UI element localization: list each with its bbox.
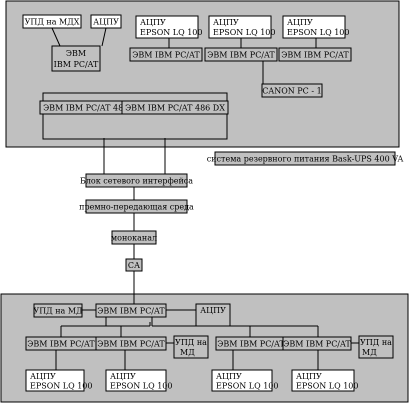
- svg-text:УПД на МДХ: УПД на МДХ: [25, 18, 80, 27]
- svg-text:ЭВМ IBM PC/AT: ЭВМ IBM PC/AT: [283, 340, 351, 349]
- bottom-wires: [55, 309, 359, 370]
- svg-text:АЦПУ: АЦПУ: [287, 18, 313, 27]
- svg-text:УПД на МД: УПД на МД: [33, 307, 83, 316]
- svg-text:ЭВМ: ЭВМ: [66, 49, 86, 58]
- svg-text:EPSON LQ 100: EPSON LQ 100: [213, 28, 276, 37]
- svg-text:ЭВМ IBM PC/AT: ЭВМ IBM PC/AT: [132, 51, 200, 60]
- top-canon-block: CANON PC - 1: [261, 83, 323, 98]
- svg-text:АЦПУ: АЦПУ: [216, 372, 242, 381]
- svg-text:АЦПУ: АЦПУ: [296, 372, 322, 381]
- svg-text:АЦПУ: АЦПУ: [140, 18, 166, 27]
- svg-text:ЭВМ IBM PC/AT: ЭВМ IBM PC/AT: [97, 307, 165, 316]
- ups-block: система резервного питания Bask-UPS 400 …: [207, 151, 404, 166]
- bottom-evm-main-block: ЭВМ IBM PC/AT: [95, 303, 167, 318]
- top-evm-left-block: ЭВМ IBM PC/AT: [51, 45, 101, 72]
- svg-text:СА: СА: [128, 261, 140, 270]
- svg-text:EPSON LQ 100: EPSON LQ 100: [216, 382, 279, 391]
- svg-text:ЭВМ IBM PC/AT: ЭВМ IBM PC/AT: [207, 51, 275, 60]
- bottom-pc-4-block: ЭВМ IBM PC/AT: [282, 336, 352, 351]
- svg-text:АЦПУ: АЦПУ: [200, 306, 226, 315]
- net-interface-block: Блок сетевого интерфейса: [80, 173, 193, 188]
- top-pc-1-block: ЭВМ IBM PC/AT: [129, 47, 203, 62]
- bottom-printer-1-block: АЦПУ EPSON LQ 100: [25, 369, 93, 392]
- svg-text:ЭВМ IBM PC/AT: ЭВМ IBM PC/AT: [281, 51, 349, 60]
- svg-text:ЭВМ IBM PC/AT: ЭВМ IBM PC/AT: [97, 340, 165, 349]
- svg-text:премно-передающая среда: премно-передающая среда: [79, 203, 194, 212]
- svg-text:EPSON LQ 100: EPSON LQ 100: [140, 28, 203, 37]
- svg-text:EPSON LQ 100: EPSON LQ 100: [296, 382, 359, 391]
- svg-text:АЦПУ: АЦПУ: [213, 18, 239, 27]
- top-pc-2-block: ЭВМ IBM PC/AT: [204, 47, 278, 62]
- svg-text:EPSON LQ 100: EPSON LQ 100: [110, 382, 173, 391]
- top-upd-mdx-block: УПД на МДХ: [22, 14, 82, 29]
- svg-text:МД: МД: [180, 348, 195, 357]
- bottom-upd-md-3-block: УПД на МД: [358, 335, 394, 359]
- top-printer-3-block: АЦПУ EPSON LQ 100: [282, 15, 350, 39]
- svg-text:ЭВМ IBM PC/AT: ЭВМ IBM PC/AT: [217, 340, 285, 349]
- monochannel-block: моноканал: [111, 230, 157, 245]
- top-printer-1-block: АЦПУ EPSON LQ 100: [135, 15, 203, 39]
- top-server-2-block: ЭВМ IBM PC/AT 486 DX: [121, 100, 229, 115]
- svg-text:EPSON LQ 100: EPSON LQ 100: [30, 382, 93, 391]
- svg-text:АЦПУ: АЦПУ: [93, 18, 119, 27]
- svg-text:АЦПУ: АЦПУ: [110, 372, 136, 381]
- bottom-printer-2-block: АЦПУ EPSON LQ 100: [105, 369, 173, 392]
- bottom-pc-3-block: ЭВМ IBM PC/AT: [215, 336, 287, 351]
- bottom-pc-1-block: ЭВМ IBM PC/AT: [25, 336, 97, 351]
- svg-text:CANON PC - 1: CANON PC - 1: [262, 87, 321, 96]
- medium-block: премно-передающая среда: [79, 199, 194, 214]
- top-wires: [42, 27, 317, 174]
- svg-text:ЭВМ IBM PC/AT 486 DX: ЭВМ IBM PC/AT 486 DX: [43, 104, 143, 113]
- bottom-upd-md-block: УПД на МД: [33, 303, 83, 318]
- bottom-printer-3-block: АЦПУ EPSON LQ 100: [211, 369, 279, 392]
- svg-text:ЭВМ IBM PC/AT: ЭВМ IBM PC/AT: [27, 340, 95, 349]
- bottom-acpu-block: АЦПУ: [195, 303, 231, 327]
- svg-text:ЭВМ IBM PC/AT 486 DX: ЭВМ IBM PC/AT 486 DX: [125, 104, 225, 113]
- svg-text:система резервного питания Bas: система резервного питания Bask-UPS 400 …: [207, 155, 404, 164]
- top-acpu-block: АЦПУ: [90, 14, 122, 29]
- svg-text:АЦПУ: АЦПУ: [30, 372, 56, 381]
- top-printer-2-block: АЦПУ EPSON LQ 100: [208, 15, 276, 39]
- top-pc-3-block: ЭВМ IBM PC/AT: [278, 47, 352, 62]
- bottom-upd-md-2-block: УПД на МД: [173, 335, 209, 359]
- bottom-printer-4-block: АЦПУ EPSON LQ 100: [291, 369, 359, 392]
- svg-text:IBM PC/AT: IBM PC/AT: [54, 60, 99, 69]
- svg-text:УПД на: УПД на: [175, 338, 207, 347]
- svg-text:Блок сетевого интерфейса: Блок сетевого интерфейса: [80, 177, 193, 186]
- svg-text:МД: МД: [362, 348, 377, 357]
- ca-block: СА: [125, 258, 143, 272]
- bottom-pc-2-block: ЭВМ IBM PC/AT: [95, 336, 167, 351]
- svg-text:моноканал: моноканал: [111, 234, 157, 243]
- svg-text:EPSON LQ 100: EPSON LQ 100: [287, 28, 350, 37]
- svg-text:УПД на: УПД на: [360, 338, 392, 347]
